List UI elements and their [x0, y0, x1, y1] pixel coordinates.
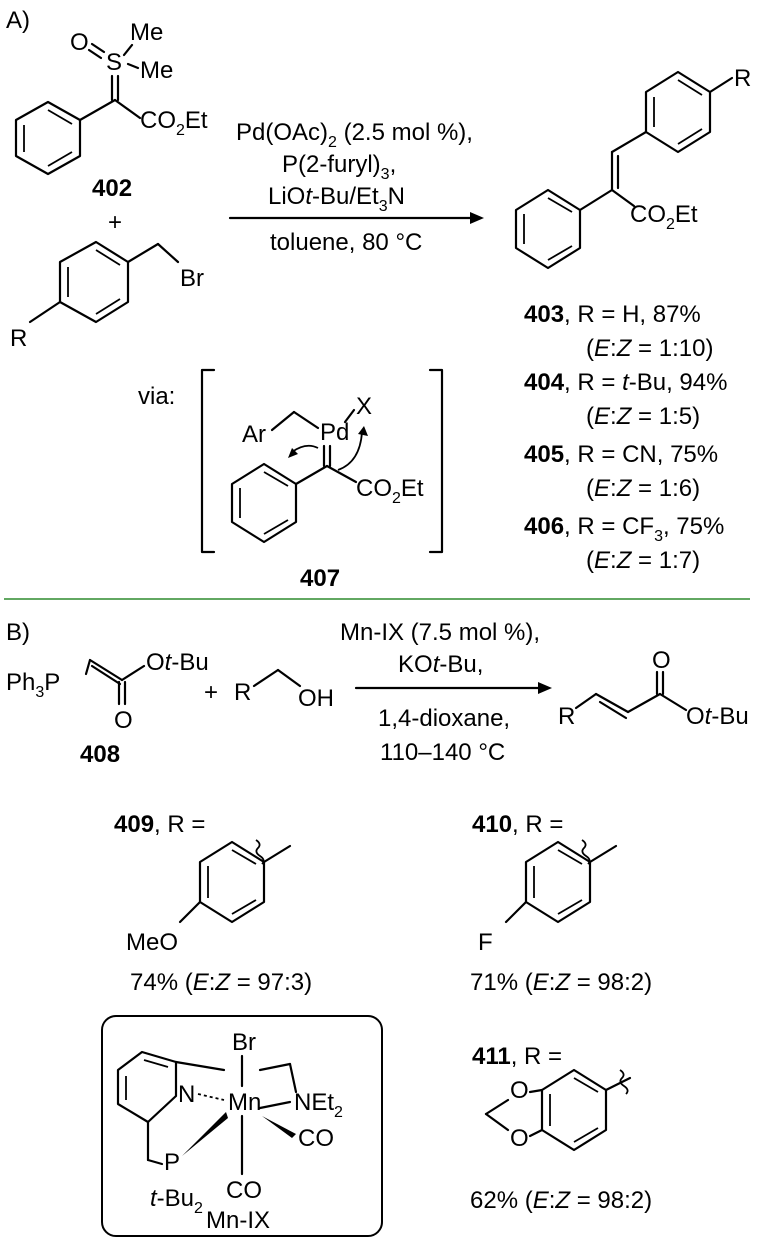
atom-s: S	[106, 49, 122, 76]
cat-co1: CO	[298, 1125, 334, 1152]
product-a: R CO2Et	[514, 65, 751, 270]
ylide-otbu: Ot-Bu	[146, 649, 209, 676]
svg-text:409, R =: 409, R =	[114, 811, 205, 838]
ylide-o: O	[114, 707, 133, 734]
svg-text:71% (E:Z = 98:2): 71% (E:Z = 98:2)	[470, 969, 652, 996]
svg-text:P(2-furyl)3,: P(2-furyl)3,	[282, 151, 396, 183]
svg-text:410, R =: 410, R =	[472, 811, 563, 838]
alcohol-oh: OH	[298, 685, 334, 712]
product-b-o: O	[652, 647, 671, 674]
svg-text:411, R =: 411, R =	[472, 1043, 562, 1070]
substrate-409: 409, R = MeO 74% (E:Z = 97:3)	[114, 811, 312, 996]
result-403: 403, R = H, 87%	[524, 301, 701, 328]
substrate-410: 410, R = F 71% (E:Z = 98:2)	[470, 811, 652, 996]
compound-id-402: 402	[92, 175, 132, 202]
svg-text:(E:Z = 1:7): (E:Z = 1:7)	[586, 547, 700, 574]
svg-text:toluene, 80 °C: toluene, 80 °C	[270, 229, 422, 256]
result-404: 404, R = t-Bu, 94%	[524, 369, 727, 396]
ph3p: Ph3P	[6, 669, 60, 701]
atom-o: O	[70, 29, 89, 56]
reagent-402: O S Me Me CO2Et 402	[14, 19, 208, 202]
svg-text:Mn-IX (7.5 mol %),: Mn-IX (7.5 mol %),	[340, 619, 540, 646]
cat-name: Mn-IX	[206, 1207, 270, 1234]
ylide-408: Ph3P O Ot-Bu 408	[6, 649, 209, 768]
svg-text:(E:Z = 1:10): (E:Z = 1:10)	[586, 335, 713, 362]
atom-x: X	[356, 393, 372, 420]
result-406: 406, R = CF3, 75%	[524, 513, 724, 545]
product-b-r: R	[558, 703, 575, 730]
ester-group: CO2Et	[140, 107, 208, 139]
alcohol-r: R	[234, 679, 251, 706]
methoxy: MeO	[126, 929, 178, 956]
methyl-1: Me	[130, 19, 163, 46]
compound-id-408: 408	[80, 741, 120, 768]
cat-net2: NEt2	[294, 1089, 343, 1121]
substrate-411: 411, R = O O 62% (E:Z = 98:2)	[470, 1043, 652, 1214]
atom-br: Br	[180, 265, 204, 292]
intermediate-ester: CO2Et	[356, 475, 424, 507]
plus-sign-b: +	[204, 679, 218, 706]
svg-text:(E:Z = 1:5): (E:Z = 1:5)	[586, 403, 700, 430]
panel-b-label: B)	[6, 619, 30, 646]
svg-text:110–140 °C: 110–140 °C	[380, 739, 505, 766]
svg-text:62% (E:Z = 98:2): 62% (E:Z = 98:2)	[470, 1187, 652, 1214]
compound-id-407: 407	[300, 565, 340, 592]
svg-text:(E:Z = 1:6): (E:Z = 1:6)	[586, 475, 700, 502]
dioxole-o1: O	[510, 1077, 529, 1104]
conditions-a: Pd(OAc)2 (2.5 mol %), P(2-furyl)3, LiOt-…	[228, 119, 484, 256]
methyl-2: Me	[140, 57, 173, 84]
cat-tbu2: t-Bu2	[150, 1185, 203, 1217]
cat-p: P	[164, 1149, 180, 1176]
panel-a-label: A)	[6, 7, 30, 34]
substituent-r: R	[10, 325, 27, 352]
atom-pd: Pd	[320, 419, 349, 446]
catalyst-mn-ix: Br N Mn NEt2 CO CO P t-Bu2 Mn-IX	[101, 1015, 383, 1237]
conditions-b: Mn-IX (7.5 mol %), KOt-Bu, 1,4-dioxane, …	[340, 619, 552, 766]
product-b-otbu: Ot-Bu	[686, 703, 749, 730]
svg-text:LiOt-Bu/Et3N: LiOt-Bu/Et3N	[268, 183, 405, 215]
svg-text:74% (E:Z = 97:3): 74% (E:Z = 97:3)	[130, 969, 312, 996]
product-r: R	[734, 65, 751, 92]
svg-text:KOt-Bu,: KOt-Bu,	[398, 651, 483, 678]
benzyl-bromide: Br R	[10, 240, 204, 352]
svg-text:1,4-dioxane,: 1,4-dioxane,	[378, 705, 510, 732]
plus-sign-a: +	[108, 209, 122, 236]
via-label: via:	[138, 383, 175, 410]
cat-co2: CO	[226, 1177, 262, 1204]
intermediate-407: via: Ar Pd X CO2Et 407	[138, 368, 444, 592]
atom-ar: Ar	[242, 421, 266, 448]
cat-n: N	[178, 1081, 195, 1108]
alcohol: R OH	[234, 668, 334, 712]
svg-text:Pd(OAc)2 (2.5 mol %),: Pd(OAc)2 (2.5 mol %),	[236, 119, 473, 151]
result-405: 405, R = CN, 75%	[524, 441, 718, 468]
product-b: R O Ot-Bu	[558, 647, 749, 730]
fluoro: F	[478, 929, 493, 956]
dioxole-o2: O	[510, 1125, 529, 1152]
results-a: 403, R = H, 87% (E:Z = 1:10) 404, R = t-…	[524, 301, 727, 574]
cat-br: Br	[232, 1029, 256, 1056]
product-ester: CO2Et	[630, 201, 698, 233]
cat-mn: Mn	[228, 1089, 261, 1116]
